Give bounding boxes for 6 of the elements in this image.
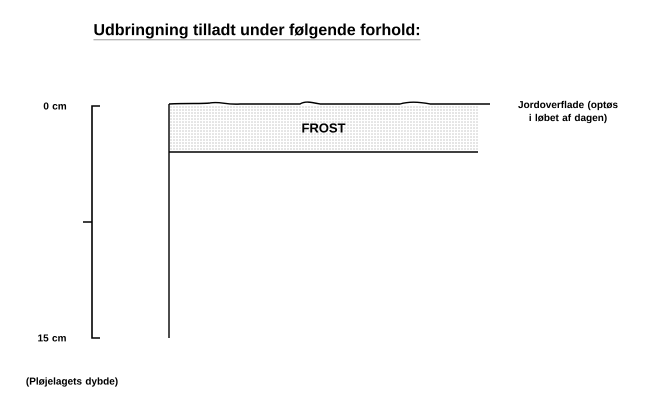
depth-note: (Pløjelagets dybde): [26, 377, 118, 387]
surface-label: Jordoverflade (optøs i løbet af dagen): [518, 100, 618, 124]
depth-label: 15 cm: [38, 334, 66, 342]
depth-label: 0 cm: [44, 102, 66, 110]
title: Udbringning tilladt under følgende forhold:: [93, 24, 421, 40]
frost-layer: FROST: [302, 123, 346, 133]
